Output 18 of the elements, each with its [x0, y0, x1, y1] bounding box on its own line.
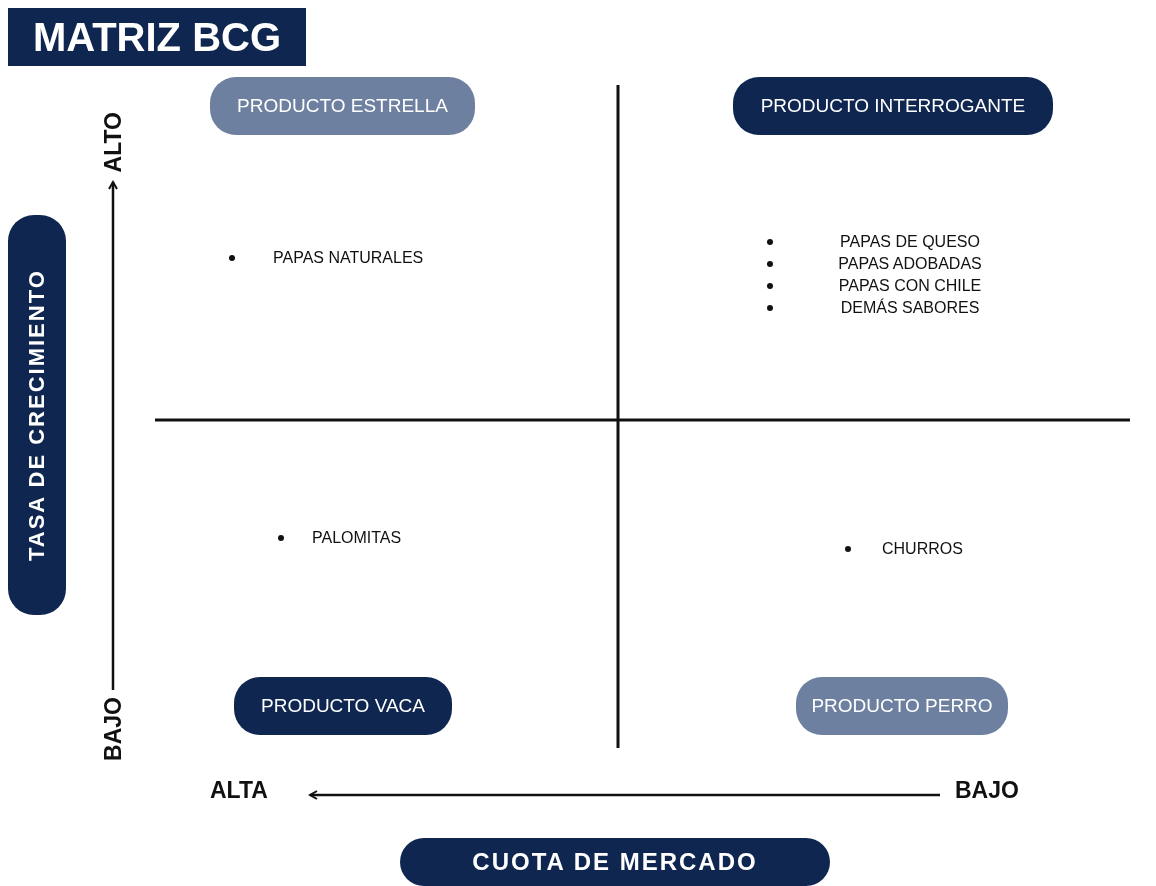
list-item: CHURROS [882, 540, 963, 558]
list-item: DEMÁS SABORES [840, 299, 980, 317]
list-item: PAPAS DE QUESO [840, 233, 980, 251]
axis-label: ALTA [210, 777, 268, 804]
axis-label: ALTO [100, 112, 127, 173]
list-item: PAPAS CON CHILE [838, 277, 982, 295]
category-pill: PRODUCTO PERRO [796, 677, 1008, 735]
axis-label: BAJO [955, 777, 1019, 804]
category-pill: PRODUCTO ESTRELLA [210, 77, 475, 135]
category-pill: PRODUCTO VACA [234, 677, 452, 735]
axis-title-pill: CUOTA DE MERCADO [400, 838, 830, 886]
list-item: PAPAS ADOBADAS [838, 255, 982, 273]
title-banner: MATRIZ BCG [8, 8, 306, 66]
axis-label: BAJO [100, 697, 127, 761]
axis-title-pill: TASA DE CRECIMIENTO [8, 215, 66, 615]
category-pill: PRODUCTO INTERROGANTE [733, 77, 1053, 135]
list-item: PALOMITAS [312, 529, 402, 547]
list-item: PAPAS NATURALES [273, 249, 424, 267]
